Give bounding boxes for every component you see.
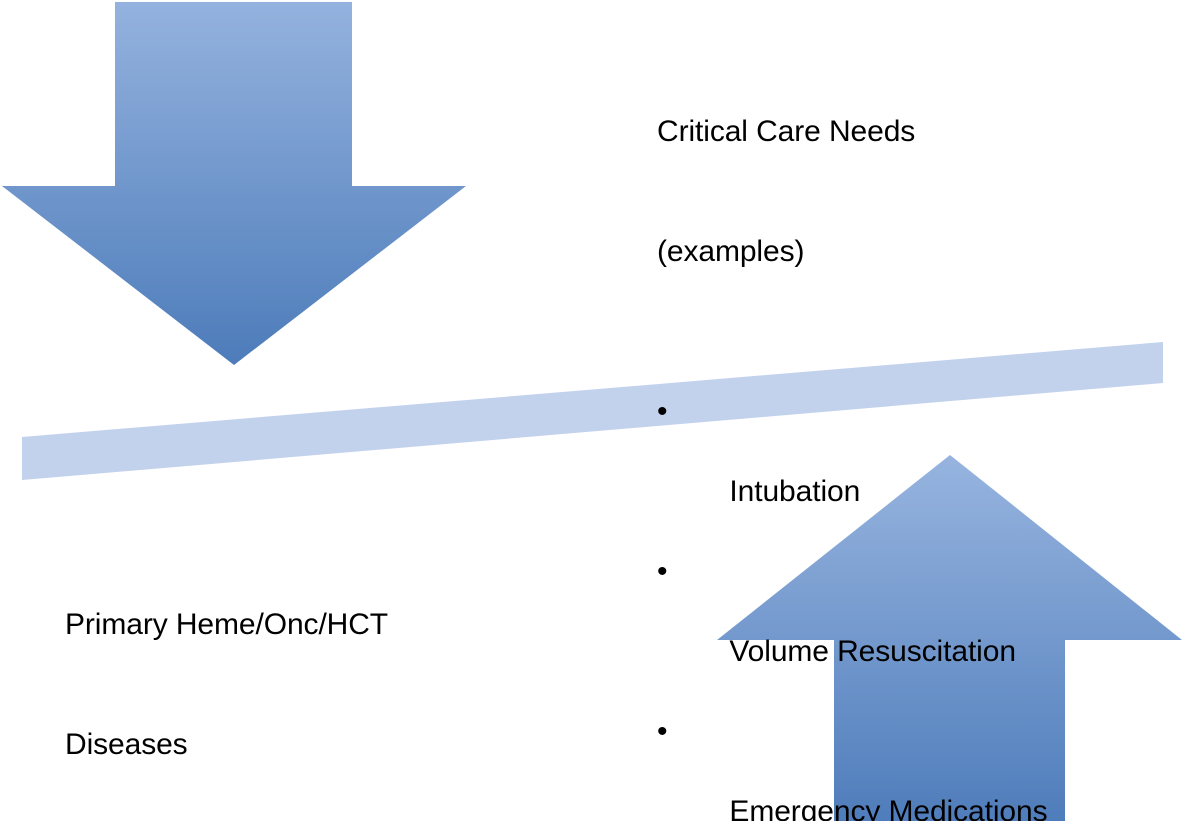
bullet-icon: • (657, 715, 668, 748)
critical-care-item-label: Intubation (729, 475, 861, 508)
critical-care-item-label: Emergency Medications (729, 795, 1048, 821)
critical-care-item-label: Volume Resuscitation (729, 635, 1016, 668)
bullet-icon: • (657, 395, 668, 428)
down-arrow-icon (2, 2, 466, 365)
critical-care-heading-line-1: Critical Care Needs (657, 115, 916, 148)
up-arrow-icon (717, 455, 1182, 821)
bullet-icon: • (657, 555, 668, 588)
primary-disease-heading-line-1: Primary Heme/Onc/HCT (65, 608, 389, 641)
primary-disease-text-block: Primary Heme/Onc/HCT Diseases • Continui… (65, 525, 586, 821)
primary-disease-heading-line-2: Diseases (65, 728, 188, 761)
critical-care-heading-line-2: (examples) (657, 235, 805, 268)
critical-care-bullet-item: • Volume Resuscitation (657, 552, 1047, 668)
critical-care-bullet-item: • Emergency Medications (657, 712, 1048, 821)
balance-beam-shape (22, 342, 1163, 480)
critical-care-needs-text-block: Critical Care Needs (examples) • Intubat… (657, 32, 1048, 821)
critical-care-bullet-item: • Intubation (657, 392, 1047, 508)
